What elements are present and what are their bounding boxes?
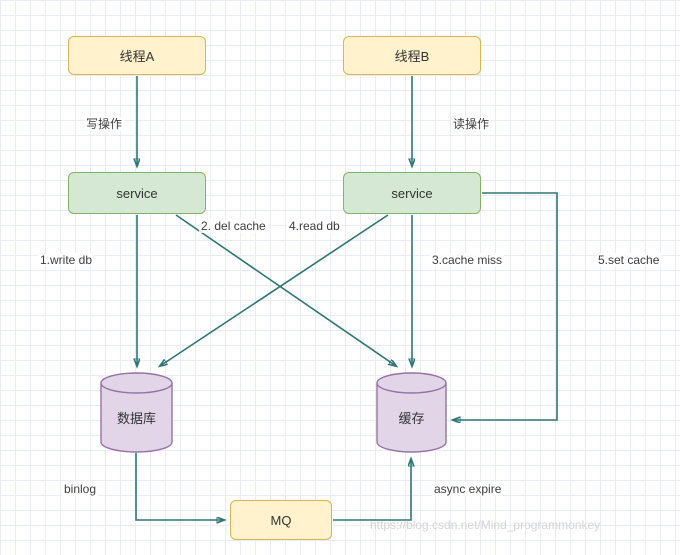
edge-label-del-cache: 2. del cache <box>199 219 268 233</box>
edge-label-write-db: 1.write db <box>38 253 95 267</box>
node-service-right-label: service <box>391 185 433 201</box>
edge-label-read-op: 读操作 <box>451 117 492 131</box>
arrow-set-cache <box>453 192 558 420</box>
node-database[interactable]: 数据库 <box>100 372 173 453</box>
node-service-left[interactable]: service <box>68 172 206 214</box>
node-thread-a[interactable]: 线程A <box>68 36 206 75</box>
arrow-read-db <box>160 214 389 366</box>
node-database-label: 数据库 <box>116 411 156 427</box>
arrow-mq-to-cache <box>333 459 411 521</box>
edge-label-write-op: 写操作 <box>84 117 125 131</box>
watermark-text: https://blog.csdn.net/Mind_programmonkey <box>370 518 601 532</box>
node-service-right[interactable]: service <box>343 172 481 214</box>
cache-cylinder-icon <box>376 372 447 453</box>
node-thread-a-label: 线程A <box>119 49 155 64</box>
arrow-del-cache <box>175 214 396 366</box>
node-thread-b-label: 线程B <box>394 49 430 64</box>
node-cache[interactable]: 缓存 <box>376 372 447 453</box>
edge-label-async-expire: async expire <box>432 482 504 496</box>
arrow-binlog-to-mq <box>135 453 224 520</box>
edge-label-cache-miss: 3.cache miss <box>430 253 505 267</box>
node-thread-b[interactable]: 线程B <box>343 36 481 75</box>
node-mq-label: MQ <box>270 512 292 528</box>
edge-label-binlog: binlog <box>62 482 99 496</box>
node-cache-label: 缓存 <box>398 411 425 427</box>
node-mq[interactable]: MQ <box>230 500 332 540</box>
edge-label-read-db: 4.read db <box>287 219 342 233</box>
edge-label-set-cache: 5.set cache <box>596 253 662 267</box>
database-cylinder-icon <box>100 372 173 453</box>
node-service-left-label: service <box>116 185 158 201</box>
